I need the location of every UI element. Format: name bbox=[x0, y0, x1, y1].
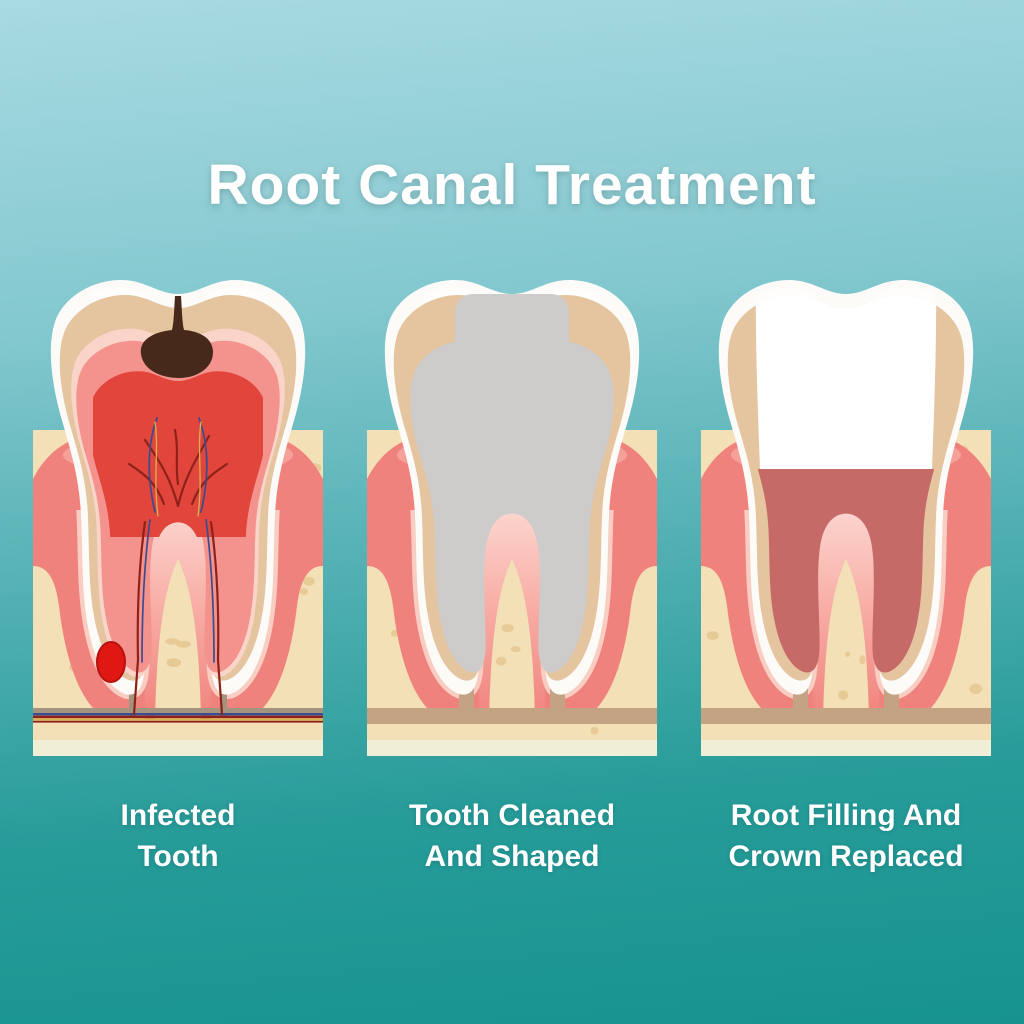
filled-tooth-illustration bbox=[701, 264, 991, 760]
infected-tooth-illustration bbox=[33, 264, 323, 760]
stage-label-line2: Crown Replaced bbox=[728, 839, 964, 873]
stage-label: Infected Tooth bbox=[120, 796, 235, 877]
stages-row: Infected Tooth Tooth Cleaned And Shaped … bbox=[0, 264, 1024, 877]
stage-label: Tooth Cleaned And Shaped bbox=[409, 796, 615, 877]
stage-label: Root Filling And Crown Replaced bbox=[728, 796, 963, 877]
tooth-graphic bbox=[33, 280, 323, 756]
stage-panel-tooth-cleaned: Tooth Cleaned And Shaped bbox=[367, 264, 657, 877]
stage-label-line1: Root Filling And bbox=[730, 799, 962, 832]
stage-panel-root-filling: Root Filling And Crown Replaced bbox=[701, 264, 991, 877]
stage-label-line1: Tooth Cleaned bbox=[408, 799, 616, 832]
stage-label-line1: Infected bbox=[120, 799, 236, 832]
tooth-graphic bbox=[701, 280, 991, 756]
tooth-graphic bbox=[367, 280, 657, 756]
page-title: Root Canal Treatment bbox=[207, 153, 817, 217]
stage-label-line2: Tooth bbox=[137, 839, 219, 873]
cleaned-tooth-illustration bbox=[367, 264, 657, 760]
stage-label-line2: And Shaped bbox=[424, 839, 600, 873]
stage-panel-infected-tooth: Infected Tooth bbox=[33, 264, 323, 877]
